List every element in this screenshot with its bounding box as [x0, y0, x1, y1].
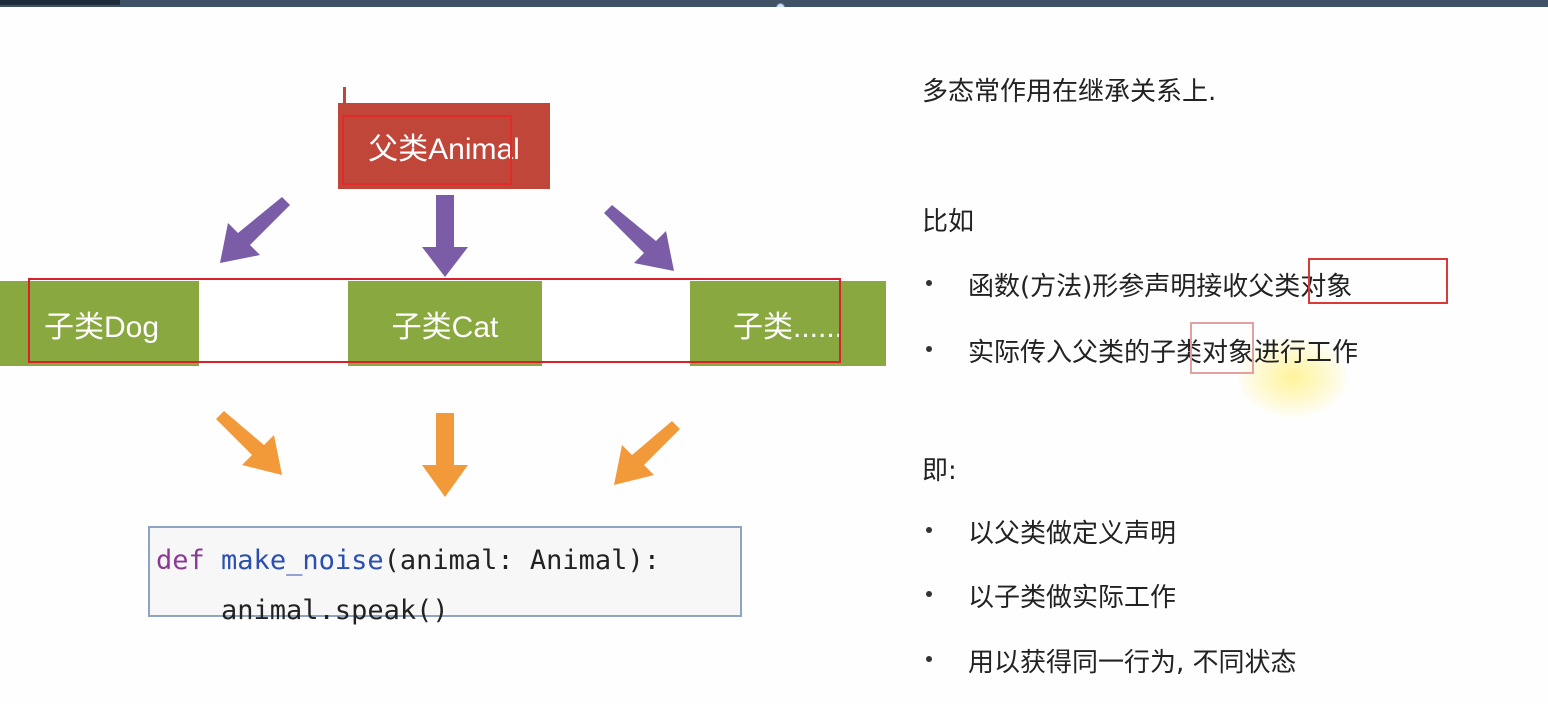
- parent-highlight-box: [342, 115, 512, 185]
- child-left-cap: [0, 281, 4, 366]
- code-function-name: make_noise: [221, 545, 384, 576]
- bullet-dot: [926, 656, 932, 662]
- example-item-2-highlight: 子类: [1150, 338, 1203, 368]
- child-class-cat: 子类Cat: [348, 281, 542, 366]
- parent-class-box: [338, 103, 550, 189]
- code-block: def make_noise(animal: Animal): animal.s…: [148, 526, 742, 626]
- code-signature: (animal: Animal):: [383, 545, 660, 576]
- child-class-dog: 子类Dog: [4, 281, 199, 366]
- bullet-dot: [926, 527, 932, 533]
- children-highlight-box: [28, 278, 841, 363]
- orange-arrow-right-icon: [216, 411, 282, 475]
- example-title: 比如: [922, 207, 975, 237]
- summary-item-2: 以子类做实际工作: [968, 583, 1177, 613]
- code-body: animal.speak(): [156, 595, 449, 626]
- child-class-more: 子类......: [690, 281, 886, 366]
- example-item-1-prefix: 函数(方法)形参声明接收: [968, 272, 1249, 302]
- summary-title: 即:: [922, 456, 957, 486]
- summary-item-3: 用以获得同一行为, 不同状态: [968, 648, 1297, 678]
- bullet-dot: [926, 280, 932, 286]
- summary-item-1: 以父类做定义声明: [968, 519, 1177, 549]
- slide: 父类Animal 子类Dog 子类Cat 子类...... def make_n…: [0, 7, 1548, 704]
- example-item-2-prefix: 实际传入父类的: [968, 338, 1151, 368]
- bullet-dot: [926, 591, 932, 597]
- example-item-1: 函数(方法)形参声明接收父类对象: [968, 266, 1352, 303]
- intro-text: 多态常作用在继承关系上.: [922, 77, 1217, 107]
- bullet-dot: [926, 346, 932, 352]
- cursor-highlight: [1238, 337, 1348, 417]
- orange-arrow-down-icon: [422, 413, 468, 497]
- purple-arrow-down-icon: [422, 195, 468, 277]
- highlight-subclass-box: [1190, 322, 1254, 374]
- example-item-2-suffix: 对象进行工作: [1202, 338, 1359, 368]
- parent-class-label: 父类Animal: [368, 133, 520, 166]
- top-tab[interactable]: [0, 0, 120, 5]
- purple-arrow-right-icon: [604, 205, 674, 271]
- purple-arrow-left-icon: [220, 197, 290, 263]
- code-keyword: def: [156, 545, 205, 576]
- video-top-bar: [0, 0, 1548, 12]
- example-item-2: 实际传入父类的子类对象进行工作: [968, 332, 1358, 369]
- orange-arrow-left-icon: [614, 421, 680, 485]
- example-item-1-highlight: 父类对象: [1248, 272, 1353, 302]
- highlight-parent-object-box: [1308, 258, 1448, 304]
- parent-marker: [343, 87, 346, 105]
